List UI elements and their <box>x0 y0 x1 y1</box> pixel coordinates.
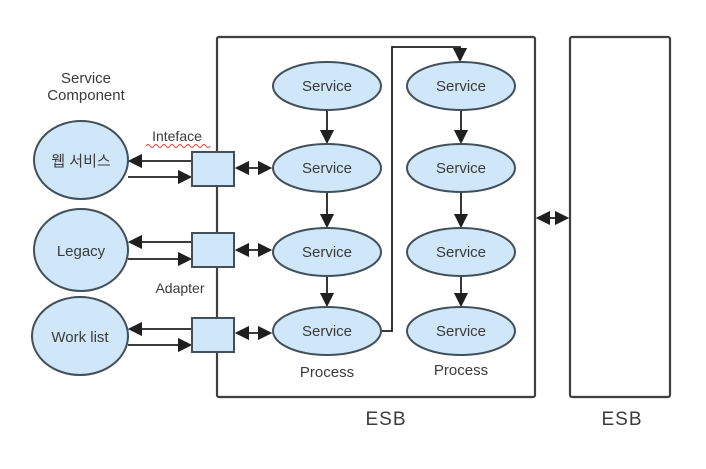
interface-label: Inteface <box>152 128 202 144</box>
service-component-heading-line1: Service <box>61 70 111 87</box>
service-component-heading-line2: Component <box>47 87 125 104</box>
service-label-r4: Service <box>436 323 486 340</box>
service-ellipse-r1 <box>406 61 516 111</box>
esb-right-label: ESB <box>601 409 642 430</box>
adapter-square-2 <box>191 232 235 268</box>
legacy-node <box>33 208 129 292</box>
arrow-process1-to-process2-loop <box>381 46 468 332</box>
service-label-r1: Service <box>436 78 486 95</box>
service-label-l2: Service <box>302 160 352 177</box>
service-ellipse-l1 <box>272 61 382 111</box>
service-label-l1: Service <box>302 78 352 95</box>
adapter-square-1 <box>191 151 235 187</box>
esb-right-box <box>568 35 672 399</box>
adapter-square-3 <box>191 317 235 353</box>
service-label-l3: Service <box>302 244 352 261</box>
service-ellipse-r3 <box>406 227 516 277</box>
web-service-label: 웹 서비스 <box>51 153 111 170</box>
work-list-label: Work list <box>51 329 109 346</box>
process-right-label: Process <box>434 362 488 379</box>
service-ellipse-r4 <box>406 306 516 356</box>
service-ellipse-l3 <box>272 227 382 277</box>
service-label-r2: Service <box>436 160 486 177</box>
esb-main-box <box>215 35 537 399</box>
service-label-l4: Service <box>302 323 352 340</box>
spellcheck-underline <box>145 144 211 148</box>
legacy-label: Legacy <box>57 243 106 260</box>
esb-main-label: ESB <box>365 409 406 430</box>
service-ellipse-l2 <box>272 143 382 193</box>
adapter-label: Adapter <box>155 280 204 296</box>
service-label-r3: Service <box>436 244 486 261</box>
service-ellipse-r2 <box>406 143 516 193</box>
service-ellipse-l4 <box>272 306 382 356</box>
process-left-label: Process <box>300 364 354 381</box>
